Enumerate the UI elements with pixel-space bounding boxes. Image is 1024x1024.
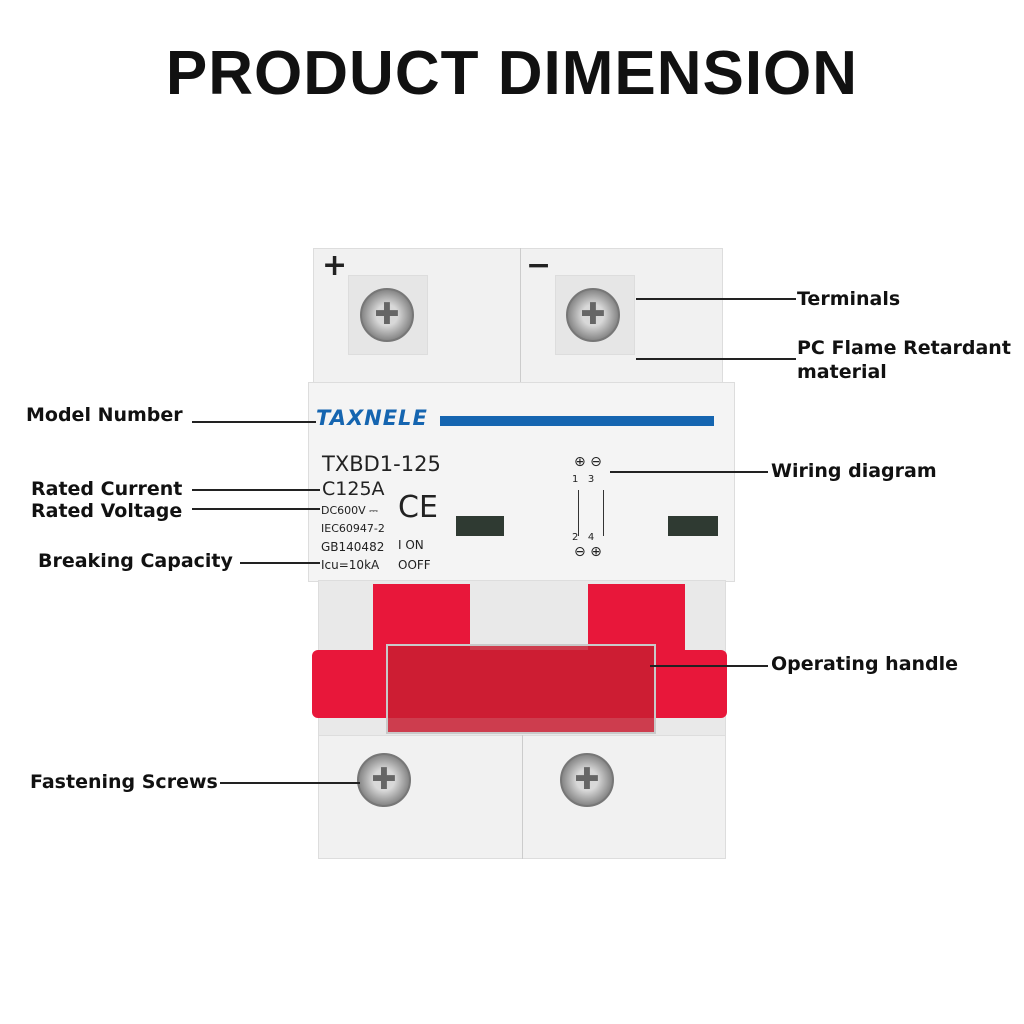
label-model-number: Model Number <box>26 404 183 426</box>
label-wiring-diagram: Wiring diagram <box>771 460 937 482</box>
ce-mark: CE <box>398 490 438 525</box>
fastening-screw-icon <box>560 753 614 807</box>
status-window <box>456 516 504 536</box>
on-text: I ON <box>398 538 424 552</box>
status-window <box>668 516 718 536</box>
current-text: C125A <box>322 478 385 500</box>
brand-stripe <box>440 416 714 426</box>
plus-sign: + <box>322 248 348 283</box>
wiring-top-numbers: 1 3 <box>572 474 595 485</box>
label-pc-flame-2: material <box>797 361 887 383</box>
main-body <box>308 382 735 582</box>
label-fastening-screws: Fastening Screws <box>30 771 218 793</box>
standard-text: IEC60947-2 <box>321 522 385 535</box>
circuit-breaker: + − TAXNELE TXBD1-125 C125A DC600V ⎓ IEC… <box>300 240 740 870</box>
wiring-bottom-symbols: ⊖ ⊕ <box>574 544 602 560</box>
terminal-screw-icon <box>360 288 414 342</box>
label-breaking-capacity: Breaking Capacity <box>38 550 233 572</box>
wiring-top-symbols: ⊕ ⊖ <box>574 454 602 470</box>
fastening-screw-icon <box>357 753 411 807</box>
label-rated-current: Rated Current <box>31 478 183 500</box>
terminal-screw-icon <box>566 288 620 342</box>
icu-text: Icu=10kA <box>321 558 380 572</box>
handle-tie-bar[interactable] <box>386 644 656 734</box>
off-text: OOFF <box>398 558 431 572</box>
label-rated-voltage: Rated Voltage <box>31 500 183 522</box>
label-terminals: Terminals <box>797 288 901 310</box>
wiring-diagram-icon <box>578 490 604 536</box>
label-pc-flame: PC Flame Retardant <box>797 337 1011 359</box>
brand-logo: TAXNELE <box>316 406 428 430</box>
standard-text-2: GB140482 <box>321 540 385 554</box>
label-operating-handle: Operating handle <box>771 653 959 675</box>
page-title: PRODUCT DIMENSION <box>165 39 859 108</box>
voltage-text: DC600V ⎓ <box>321 504 378 517</box>
wiring-bottom-numbers: 2 4 <box>572 532 595 543</box>
model-text: TXBD1-125 <box>322 452 441 476</box>
minus-sign: − <box>526 248 552 283</box>
